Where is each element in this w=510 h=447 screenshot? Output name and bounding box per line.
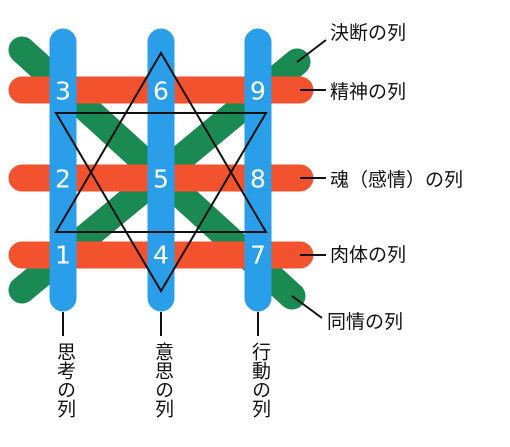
star-triangle-up <box>54 51 268 233</box>
label-thought-column: 思考の列 <box>54 342 76 418</box>
grid-number-9: 9 <box>250 77 266 106</box>
label-will-column: 意思の列 <box>152 342 174 418</box>
label-body-row: 肉体の列 <box>330 244 406 266</box>
label-spirit-row: 精神の列 <box>330 81 406 103</box>
label-compassion-row: 同情の列 <box>327 311 403 333</box>
grid-number-1: 1 <box>55 241 71 270</box>
label-decision-row: 決断の列 <box>330 22 406 44</box>
leader-line-decision <box>296 39 327 63</box>
label-soul-row: 魂（感情）の列 <box>330 169 463 191</box>
grid-number-2: 2 <box>55 165 71 194</box>
leader-line-compassion <box>291 295 323 319</box>
grid-number-3: 3 <box>55 77 71 106</box>
star-triangle-down <box>54 112 268 293</box>
grid-number-6: 6 <box>153 77 169 106</box>
grid-number-4: 4 <box>153 241 169 270</box>
grid-number-7: 7 <box>250 241 266 270</box>
label-action-column: 行動の列 <box>249 342 271 418</box>
grid-number-5: 5 <box>153 165 169 194</box>
grid-number-8: 8 <box>250 165 266 194</box>
